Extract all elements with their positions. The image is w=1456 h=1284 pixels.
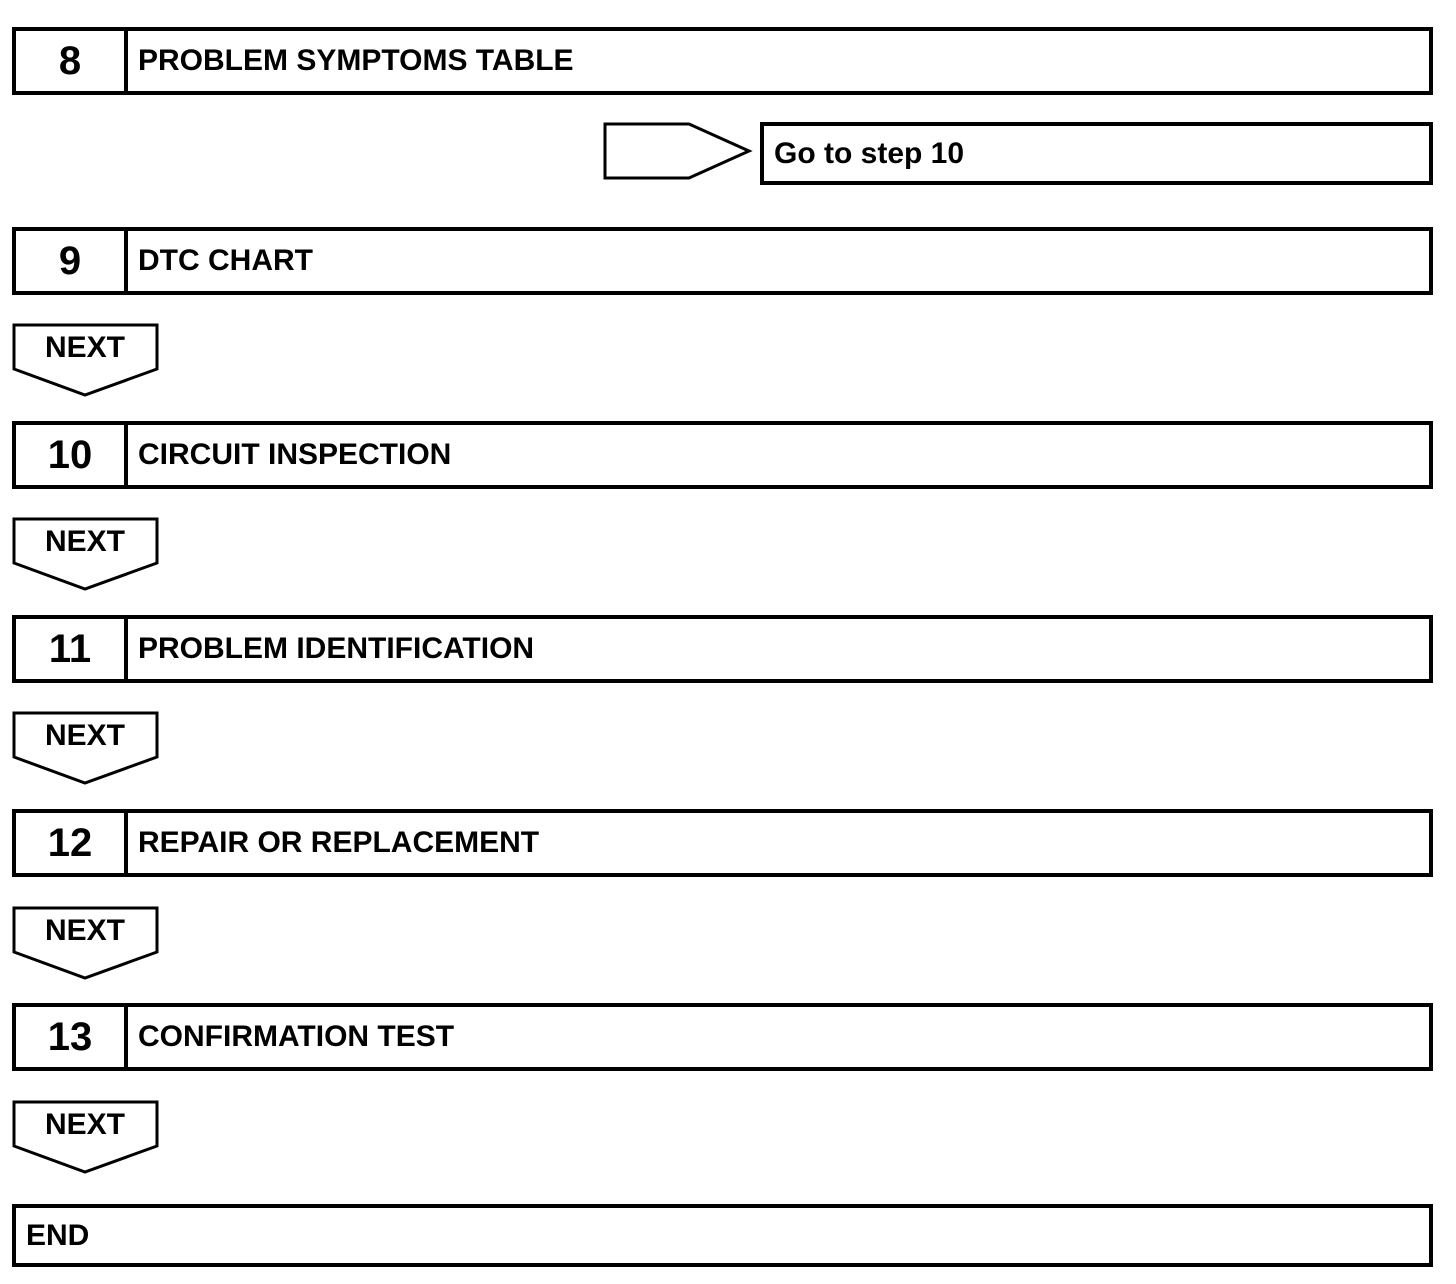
right-arrow-icon bbox=[603, 122, 753, 180]
down-arrow-icon bbox=[12, 711, 159, 785]
step-title: PROBLEM SYMPTOMS TABLE bbox=[138, 44, 574, 77]
step-9-box: 9 DTC CHART bbox=[12, 227, 1433, 295]
next-label: NEXT bbox=[44, 914, 125, 947]
down-arrow-icon bbox=[12, 906, 159, 980]
end-box: END bbox=[12, 1204, 1433, 1267]
down-arrow-icon bbox=[12, 323, 159, 397]
step-title: PROBLEM IDENTIFICATION bbox=[138, 632, 535, 665]
step-10-box: 10 CIRCUIT INSPECTION bbox=[12, 421, 1433, 489]
step-title: CONFIRMATION TEST bbox=[138, 1020, 455, 1053]
step-8-box: 8 PROBLEM SYMPTOMS TABLE bbox=[12, 27, 1433, 95]
next-label: NEXT bbox=[44, 525, 125, 558]
down-arrow-icon bbox=[12, 517, 159, 591]
down-arrow-icon bbox=[12, 1100, 159, 1174]
goto-step-box: Go to step 10 bbox=[760, 122, 1433, 185]
next-label: NEXT bbox=[44, 331, 125, 364]
next-arrow-3: NEXT bbox=[12, 711, 160, 785]
step-number: 8 bbox=[16, 31, 128, 91]
step-12-box: 12 REPAIR OR REPLACEMENT bbox=[12, 809, 1433, 877]
step-13-box: 13 CONFIRMATION TEST bbox=[12, 1003, 1433, 1071]
step-number: 12 bbox=[16, 813, 128, 873]
next-label: NEXT bbox=[44, 1108, 125, 1141]
step-title: CIRCUIT INSPECTION bbox=[138, 438, 452, 471]
next-label: NEXT bbox=[44, 719, 125, 752]
step-number: 9 bbox=[16, 231, 128, 291]
step-number: 13 bbox=[16, 1007, 128, 1067]
next-arrow-4: NEXT bbox=[12, 906, 160, 980]
step-number: 10 bbox=[16, 425, 128, 485]
step-11-box: 11 PROBLEM IDENTIFICATION bbox=[12, 615, 1433, 683]
next-arrow-2: NEXT bbox=[12, 517, 160, 591]
next-arrow-5: NEXT bbox=[12, 1100, 160, 1174]
next-arrow-1: NEXT bbox=[12, 323, 160, 397]
step-number: 11 bbox=[16, 619, 128, 679]
step-title: REPAIR OR REPLACEMENT bbox=[138, 826, 540, 859]
step-title: DTC CHART bbox=[138, 244, 313, 277]
